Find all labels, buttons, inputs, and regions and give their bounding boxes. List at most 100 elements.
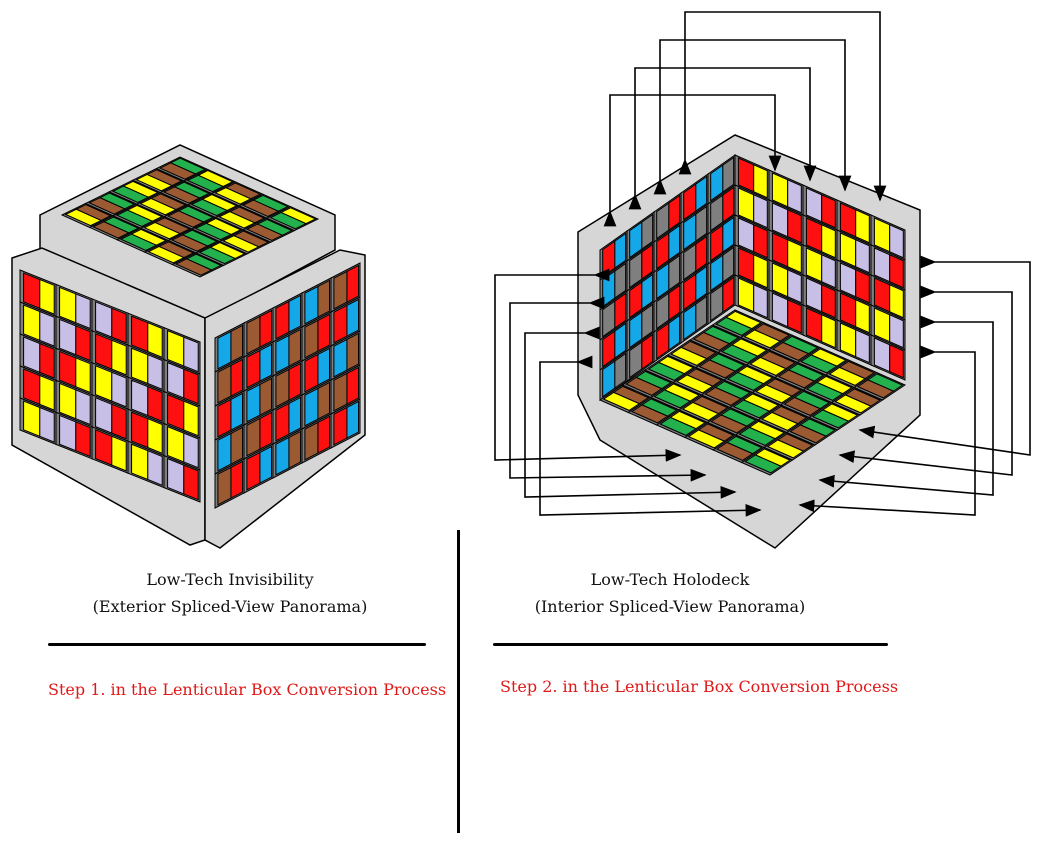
top-face-panel-brown	[228, 206, 266, 224]
left-face-panel-yellow	[131, 443, 149, 481]
right-wall-panel-lavender	[753, 283, 768, 319]
right-face-panel-red	[230, 358, 244, 397]
right-wall-panel-lavender	[753, 193, 768, 229]
left-face-panel-lavender	[59, 318, 77, 356]
right-face-panel-red	[333, 304, 348, 344]
left-face-panel-red	[111, 403, 127, 440]
left-face-panel-yellow	[147, 417, 163, 455]
left-face-panel-yellow	[75, 357, 91, 394]
left-face-panel-lavender	[39, 310, 55, 347]
left-subtitle: (Exterior Spliced-View Panorama)	[92, 597, 368, 616]
right-face-panel-blue	[288, 294, 302, 333]
right-wall-panel-lavender	[821, 253, 836, 289]
right-wall-panel-lavender	[787, 268, 802, 304]
right-wall-panel-lavender	[855, 238, 870, 274]
right-face-panel-red	[346, 366, 360, 405]
right-face-panel-brown	[304, 319, 319, 359]
left-face-panel-lavender	[95, 301, 113, 338]
top-arrow	[678, 11, 887, 202]
left-face-panel-lavender	[167, 361, 185, 399]
right-face-panel-blue	[317, 347, 331, 386]
left-face-panel-yellow	[95, 365, 113, 402]
left-face-panel-yellow	[23, 304, 41, 342]
top-face-panel-yellow	[201, 194, 238, 211]
right-wall-panel-red	[889, 253, 904, 289]
splice-arrows	[494, 11, 1031, 517]
right-wall-panel-yellow	[855, 208, 870, 244]
left-face-panel-red	[75, 325, 91, 362]
top-face-panel-brown	[232, 230, 270, 248]
left-face-panel-yellow	[111, 435, 127, 472]
right-face-panel-brown	[230, 324, 244, 363]
right-face-panel-blue	[246, 383, 261, 423]
right-divider	[493, 643, 888, 646]
right-face-panel-red	[259, 309, 273, 348]
top-arrow	[653, 39, 852, 195]
right-face-panel-blue	[333, 338, 348, 378]
top-face-panel-yellow	[279, 207, 317, 225]
right-wall-panel-red	[855, 268, 870, 304]
left-face-panel-red	[131, 411, 149, 449]
right-arrow	[858, 255, 1031, 456]
left-face-panel-red	[95, 333, 113, 370]
right-wall-panel-yellow	[821, 313, 836, 349]
top-face-panel-brown	[224, 182, 262, 200]
left-wall-panel-blue	[668, 224, 681, 262]
right-face-panel-blue	[275, 436, 290, 476]
top-face-panel-yellow	[197, 170, 234, 187]
top-face-panel-green	[102, 216, 140, 234]
left-face-panel-lavender	[183, 432, 199, 469]
top-face-panel-green	[98, 192, 136, 210]
right-face-panel-blue	[259, 343, 273, 382]
right-wall-panel-yellow	[821, 223, 836, 259]
right-wall-panel-lavender	[889, 313, 904, 349]
right-face-panel-red	[288, 362, 302, 401]
right-wall-panel-lavender	[787, 178, 802, 214]
right-wall-panel-yellow	[753, 163, 768, 199]
right-face-panel-brown	[217, 466, 232, 506]
left-face-panel-lavender	[95, 397, 113, 434]
interior-cube-drawing	[577, 134, 921, 549]
right-face-panel-blue	[259, 445, 273, 484]
left-face-panel-yellow	[39, 374, 55, 411]
left-face-panel-yellow	[111, 339, 127, 376]
left-step-label: Step 1. in the Lenticular Box Conversion…	[48, 680, 447, 699]
top-face-panel-green	[185, 253, 223, 271]
right-face-panel-brown	[346, 332, 360, 371]
right-wall-panel-red	[821, 193, 836, 229]
right-wall-panel-yellow	[787, 238, 802, 274]
top-face-panel-yellow	[209, 242, 246, 259]
left-face-panel-yellow	[183, 400, 199, 437]
left-face-panel-yellow	[39, 278, 55, 315]
right-title: Low-Tech Holodeck	[590, 570, 750, 589]
top-face-panel-brown	[157, 241, 195, 259]
right-caption: Low-Tech Holodeck (Interior Spliced-View…	[520, 566, 820, 620]
right-face-panel-red	[246, 349, 261, 389]
top-face-panel-yellow	[130, 228, 168, 246]
top-face-panel-green	[177, 205, 215, 223]
left-title: Low-Tech Invisibility	[146, 570, 314, 589]
right-face-panel-red	[275, 402, 290, 442]
top-arrow	[628, 67, 817, 210]
right-face-panel-brown	[317, 381, 331, 420]
left-face-panel-lavender	[147, 449, 163, 487]
exterior-cube-drawing	[11, 144, 366, 549]
right-face-panel-blue	[346, 400, 360, 439]
right-wall-panel-red	[753, 223, 768, 259]
right-wall-panel-lavender	[889, 223, 904, 259]
right-face-panel-brown	[317, 279, 331, 318]
right-wall-panel-yellow	[889, 283, 904, 319]
right-face-panel-blue	[217, 330, 232, 370]
right-face-panel-blue	[217, 432, 232, 472]
right-wall-panel-yellow	[855, 298, 870, 334]
right-wall-panel-red	[889, 343, 904, 379]
top-face-panel-yellow	[122, 180, 160, 198]
left-face-panel-red	[183, 368, 199, 405]
right-face-panel-brown	[246, 417, 261, 457]
right-step-label: Step 2. in the Lenticular Box Conversion…	[500, 677, 899, 696]
left-face-panel-red	[167, 393, 185, 431]
right-face-panel-red	[259, 411, 273, 450]
left-face-panel-yellow	[23, 400, 41, 438]
right-face-panel-red	[230, 460, 244, 499]
left-face-panel-red	[147, 385, 163, 423]
